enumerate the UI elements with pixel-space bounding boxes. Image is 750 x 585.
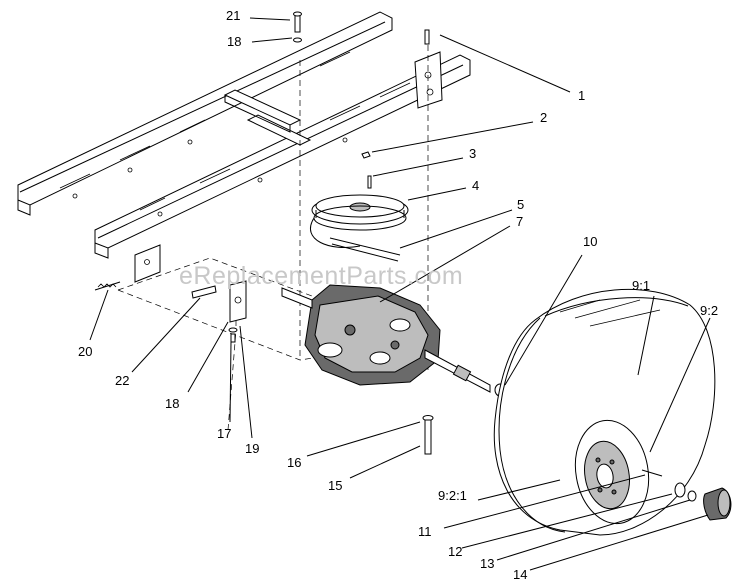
callout-21: 21 xyxy=(226,8,240,23)
callout-19: 19 xyxy=(245,441,259,456)
watermark: eReplacementParts.com xyxy=(179,262,463,290)
callout-10: 10 xyxy=(583,234,597,249)
callout-17: 17 xyxy=(217,426,231,441)
callout-4: 4 xyxy=(472,178,479,193)
callout-12: 12 xyxy=(448,544,462,559)
callout-15: 15 xyxy=(328,478,342,493)
top-bolt xyxy=(293,11,430,45)
callout-14: 14 xyxy=(513,567,527,582)
bottom-bolt xyxy=(422,415,434,455)
callout-11: 11 xyxy=(418,524,432,539)
callout-9-1: 9:1 xyxy=(632,278,650,293)
callout-9-2-1: 9:2:1 xyxy=(438,488,467,503)
leader-lines xyxy=(89,17,711,571)
callout-20: 20 xyxy=(78,344,92,359)
transaxle xyxy=(281,284,491,393)
callout-22: 22 xyxy=(115,373,129,388)
callout-3: 3 xyxy=(469,146,476,161)
callout-13: 13 xyxy=(480,556,494,571)
callout-1: 1 xyxy=(578,88,585,103)
callout-18-bottom: 18 xyxy=(165,396,179,411)
callout-18-top: 18 xyxy=(227,34,241,49)
callout-2: 2 xyxy=(540,110,547,125)
hub-hardware xyxy=(674,482,732,521)
wheel-tire xyxy=(493,288,716,536)
callout-7: 7 xyxy=(516,214,523,229)
callout-16: 16 xyxy=(287,455,301,470)
frame-rails xyxy=(17,11,471,259)
callout-9-2: 9:2 xyxy=(700,303,718,318)
spring-bracket xyxy=(94,244,161,291)
pulley-assembly xyxy=(310,151,409,262)
small-hardware xyxy=(191,280,247,343)
callout-5: 5 xyxy=(517,197,524,212)
